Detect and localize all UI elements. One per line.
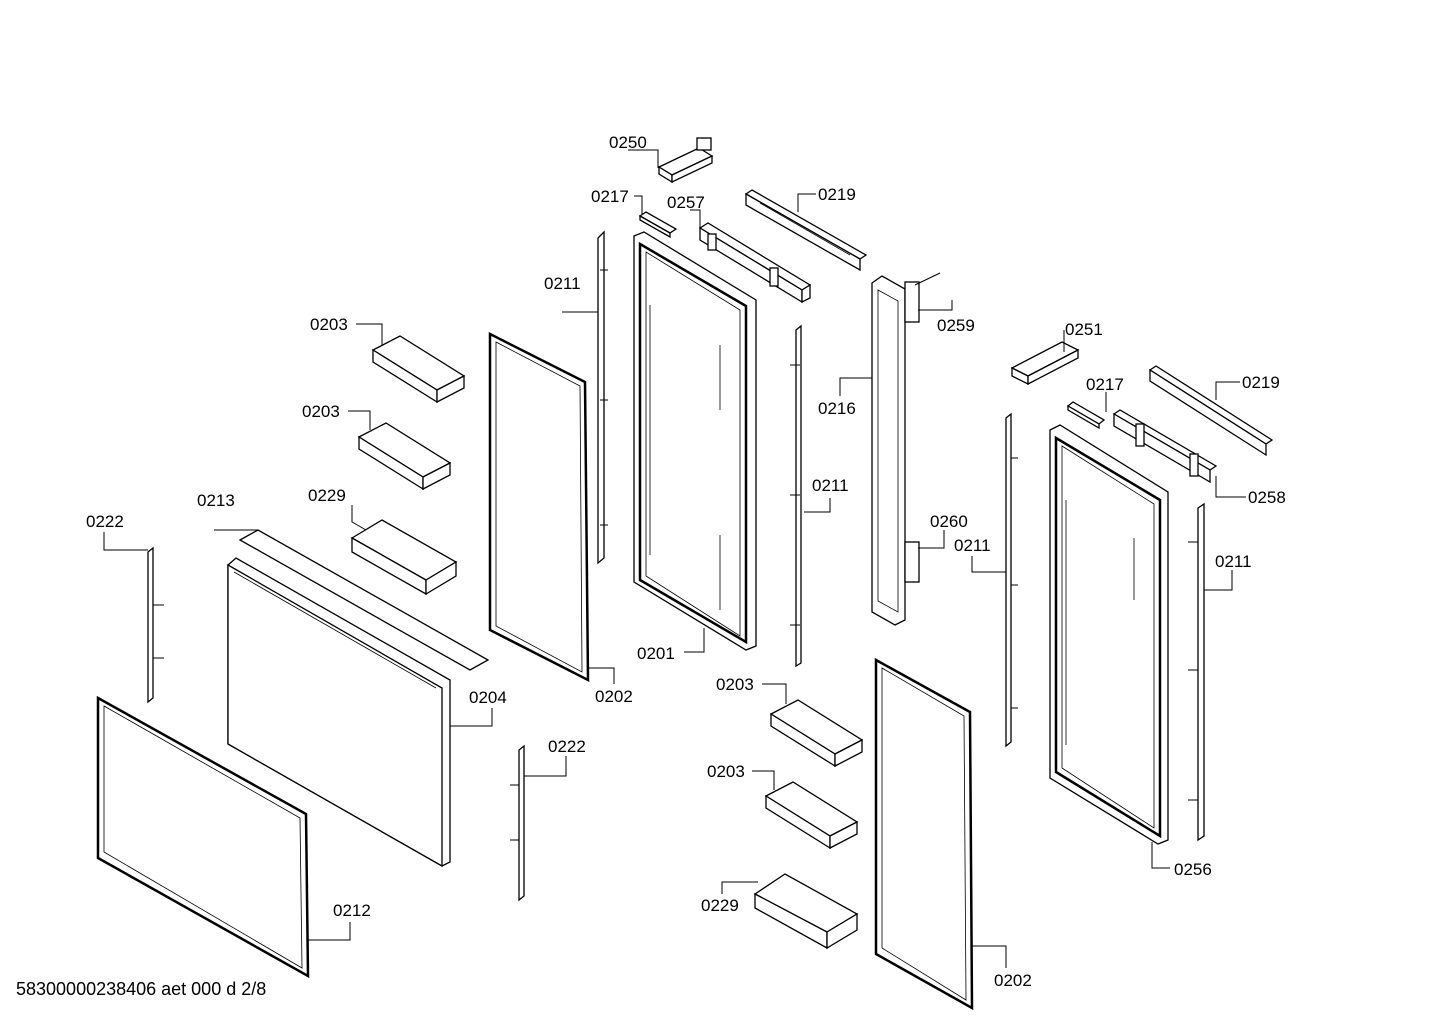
- part-0256: [1049, 424, 1169, 845]
- label-0229-lower: 0229: [701, 896, 739, 915]
- label-0202-upper: 0202: [595, 687, 633, 706]
- label-0201: 0201: [637, 644, 675, 663]
- label-0260: 0260: [930, 512, 968, 531]
- part-0211-upper-left: [597, 230, 608, 565]
- part-0216: [871, 275, 906, 626]
- label-0203-shelf-4: 0203: [707, 762, 745, 781]
- label-0229-upper: 0229: [308, 486, 346, 505]
- part-0202-upper: [488, 331, 590, 683]
- part-0229-upper: [350, 519, 458, 596]
- label-0203-shelf-1: 0203: [310, 315, 348, 334]
- part-0222-right: [510, 744, 525, 902]
- part-0203-shelf-1: [371, 335, 466, 404]
- label-0211-right-b: 0211: [1215, 552, 1252, 571]
- part-0211-right-a: [1005, 412, 1018, 748]
- label-0211-middle: 0211: [812, 476, 849, 495]
- label-0216: 0216: [818, 399, 856, 418]
- label-0250: 0250: [609, 133, 647, 152]
- label-0222-left: 0222: [86, 512, 124, 531]
- label-0203-shelf-2: 0203: [302, 402, 340, 421]
- label-0203-shelf-3: 0203: [716, 675, 754, 694]
- label-0217-left: 0217: [591, 187, 629, 206]
- label-0256: 0256: [1174, 860, 1212, 879]
- part-0219-top: [744, 189, 868, 272]
- leader-lines: [103, 149, 1246, 968]
- label-0219-top: 0219: [818, 185, 856, 204]
- label-0259: 0259: [937, 316, 975, 335]
- label-0257: 0257: [667, 193, 705, 212]
- part-0203-shelf-3: [769, 699, 864, 768]
- part-0213: [238, 529, 490, 671]
- label-0202-lower: 0202: [994, 971, 1032, 990]
- part-0257: [698, 222, 812, 304]
- label-0213: 0213: [197, 491, 235, 510]
- part-0259: [904, 272, 941, 323]
- part-0258: [1112, 409, 1218, 484]
- part-0217-left: [638, 211, 678, 239]
- part-0201: [633, 231, 757, 651]
- part-0211-middle: [790, 324, 802, 668]
- label-0217-right: 0217: [1086, 375, 1124, 394]
- part-0251: [1010, 341, 1080, 386]
- label-0211-right-a: 0211: [954, 536, 991, 555]
- part-0211-right-b: [1188, 502, 1205, 842]
- part-0250: [657, 137, 714, 184]
- part-0229-lower: [753, 873, 859, 950]
- label-0204: 0204: [469, 688, 507, 707]
- label-0222-right: 0222: [548, 737, 586, 756]
- label-0258: 0258: [1248, 488, 1286, 507]
- part-0212: [96, 695, 310, 979]
- document-footer-code: 58300000238406 aet 000 d 2/8: [16, 979, 267, 999]
- part-labels: 0250 0217 0257 0219 0211 0203 0259 0251 …: [86, 133, 1286, 990]
- part-0217-right: [1066, 401, 1106, 430]
- label-0211-upper-left: 0211: [544, 274, 581, 293]
- part-0203-shelf-2: [357, 422, 452, 491]
- part-0219-right: [1148, 365, 1274, 457]
- part-0203-shelf-4: [764, 781, 859, 850]
- part-0204: [227, 557, 451, 868]
- part-0202-lower: [874, 657, 974, 1011]
- part-0260: [904, 541, 920, 583]
- label-0251: 0251: [1065, 320, 1103, 339]
- label-0219-right: 0219: [1242, 373, 1280, 392]
- label-0212: 0212: [333, 901, 371, 920]
- part-0222-left: [147, 546, 164, 704]
